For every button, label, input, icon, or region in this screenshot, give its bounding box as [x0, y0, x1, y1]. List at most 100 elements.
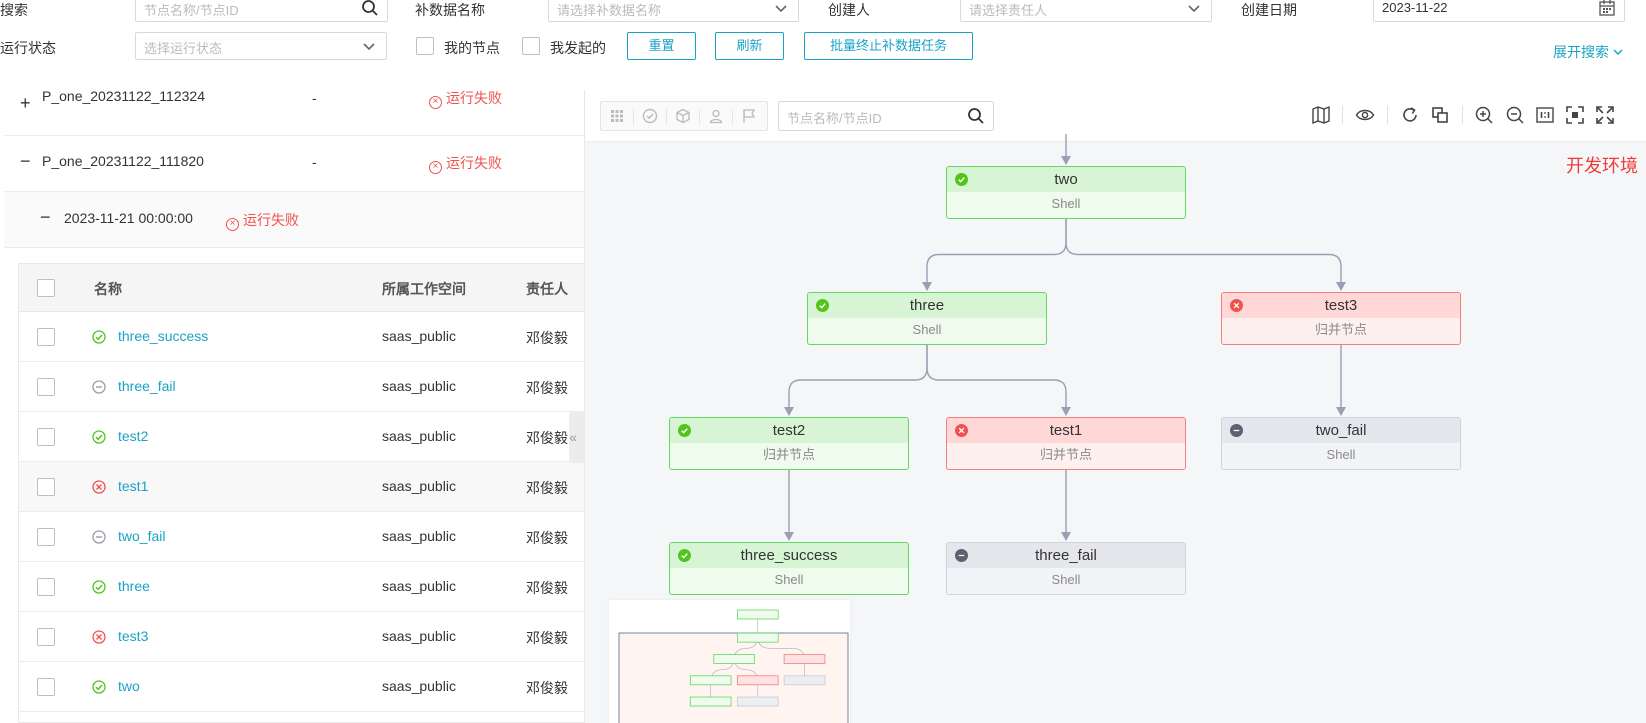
- dag-edge: [1065, 219, 1342, 290]
- search-icon[interactable]: [967, 107, 985, 125]
- initiated-by-me-checkbox[interactable]: [522, 37, 540, 55]
- toolbar-divider: [1387, 106, 1388, 124]
- fullscreen-icon[interactable]: [1595, 105, 1615, 125]
- node-name-link[interactable]: test3: [118, 628, 149, 644]
- fail-circle-icon: [955, 424, 968, 437]
- edge-arrow: [1061, 532, 1071, 541]
- map-icon[interactable]: [1311, 105, 1331, 125]
- date-row[interactable]: − 2023-11-21 00:00:00 ×运行失败: [4, 192, 584, 248]
- node-title: three_success: [670, 543, 908, 568]
- row-checkbox[interactable]: [37, 628, 55, 646]
- check-circle-icon[interactable]: [642, 108, 658, 124]
- node-status-icon: [955, 549, 968, 562]
- owner-cell: 邓俊毅: [526, 330, 568, 346]
- user-icon[interactable]: [708, 108, 724, 124]
- expand-search-label: 展开搜索: [1553, 44, 1609, 60]
- search-icon[interactable]: [361, 0, 379, 17]
- zoom-in-icon[interactable]: [1474, 105, 1494, 125]
- my-nodes-checkbox[interactable]: [416, 37, 434, 55]
- fit-screen-icon[interactable]: [1565, 105, 1585, 125]
- node-name-link[interactable]: three_success: [118, 328, 209, 344]
- row-checkbox[interactable]: [37, 528, 55, 546]
- status-icon: [92, 430, 106, 444]
- status-icon: [92, 330, 106, 344]
- workspace-cell: saas_public: [382, 528, 456, 544]
- actual-size-icon[interactable]: [1535, 105, 1555, 125]
- backfill-name-select[interactable]: 请选择补数据名称: [548, 0, 799, 22]
- node-status-icon: [816, 299, 829, 312]
- refresh-icon[interactable]: [1400, 105, 1420, 125]
- row-checkbox[interactable]: [37, 378, 55, 396]
- bulk-stop-backfill-button[interactable]: 批量终止补数据任务: [804, 32, 973, 60]
- select-all-checkbox[interactable]: [37, 279, 55, 297]
- skipped-circle-icon: [955, 549, 968, 562]
- row-checkbox[interactable]: [37, 428, 55, 446]
- node-name-link[interactable]: three: [118, 578, 150, 594]
- cube-icon[interactable]: [675, 108, 691, 124]
- layers-icon[interactable]: [1430, 105, 1450, 125]
- dag-search-placeholder: 节点名称/节点ID: [787, 111, 882, 126]
- node-name-link[interactable]: test1: [118, 478, 149, 494]
- node-name-link[interactable]: three_fail: [118, 378, 176, 394]
- task-row[interactable]: − P_one_20231122_111820 - ×运行失败: [4, 136, 584, 192]
- expand-search-link[interactable]: 展开搜索: [1553, 42, 1623, 62]
- eye-icon[interactable]: [1355, 105, 1375, 125]
- task-dash: -: [312, 90, 317, 106]
- collapse-toggle[interactable]: −: [40, 207, 51, 227]
- node-name-link[interactable]: test2: [118, 428, 149, 444]
- task-row[interactable]: + P_one_20231122_112324 - ×运行失败: [4, 90, 584, 136]
- fail-circle-icon: ×: [429, 96, 442, 109]
- expand-toggle[interactable]: +: [20, 93, 31, 113]
- created-date-picker[interactable]: 2023-11-22: [1373, 0, 1625, 22]
- node-name-link[interactable]: two_fail: [118, 528, 166, 544]
- workspace-cell: saas_public: [382, 378, 456, 394]
- row-checkbox[interactable]: [37, 678, 55, 696]
- reset-button[interactable]: 重置: [627, 32, 696, 60]
- refresh-button[interactable]: 刷新: [715, 32, 784, 60]
- node-name-link[interactable]: two: [118, 678, 140, 694]
- row-checkbox[interactable]: [37, 328, 55, 346]
- zoom-out-icon[interactable]: [1505, 105, 1525, 125]
- search-input[interactable]: 节点名称/节点ID: [135, 0, 388, 22]
- toolbar-divider: [633, 109, 634, 125]
- task-name: P_one_20231122_112324: [42, 90, 205, 104]
- calendar-icon[interactable]: [1598, 0, 1616, 17]
- created-date-value: 2023-11-22: [1382, 0, 1448, 15]
- run-date: 2023-11-21 00:00:00: [64, 210, 193, 226]
- run-status-select[interactable]: 选择运行状态: [135, 32, 387, 60]
- node-type: Shell: [1051, 572, 1081, 587]
- creator-select[interactable]: 请选择责任人: [960, 0, 1212, 22]
- column-header-owner: 责任人: [526, 281, 568, 297]
- chevron-down-icon: [775, 5, 787, 13]
- node-filter-group: [600, 101, 768, 131]
- row-checkbox[interactable]: [37, 478, 55, 496]
- toolbar-divider: [1462, 106, 1463, 124]
- dag-search-input[interactable]: 节点名称/节点ID: [778, 101, 994, 131]
- row-checkbox[interactable]: [37, 578, 55, 596]
- grid-icon[interactable]: [609, 108, 625, 124]
- edge-arrow: [1336, 282, 1346, 291]
- owner-cell: 邓俊毅: [526, 430, 568, 446]
- collapse-toggle[interactable]: −: [20, 151, 31, 171]
- minimap[interactable]: [609, 600, 850, 723]
- minimap-node: [713, 654, 755, 664]
- check-circle-icon: [816, 299, 829, 312]
- search-label: 搜索: [0, 2, 28, 18]
- flag-icon[interactable]: [741, 108, 757, 124]
